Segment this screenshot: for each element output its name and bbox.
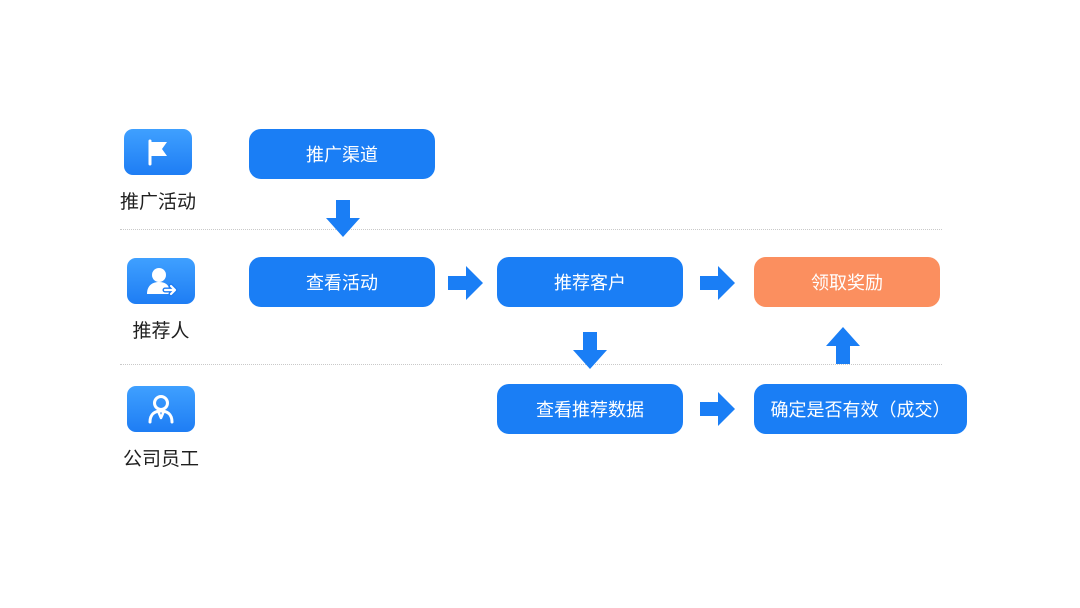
staff-icon: [127, 386, 195, 432]
flag-icon: [124, 129, 192, 175]
step-recommend-customer: 推荐客户: [497, 257, 683, 307]
arrow-up-icon: [825, 327, 861, 365]
step-view-recommend-data: 查看推荐数据: [497, 384, 683, 434]
step-view-activity: 查看活动: [249, 257, 435, 307]
user-share-icon: [127, 258, 195, 304]
arrow-right-icon: [700, 391, 736, 427]
arrow-down-icon: [572, 332, 608, 370]
lane-label-referrer: 推荐人: [132, 320, 190, 342]
arrow-right-icon: [448, 265, 484, 301]
step-promo-channel: 推广渠道: [249, 129, 435, 179]
arrow-down-icon: [325, 200, 361, 238]
arrow-right-icon: [700, 265, 736, 301]
lane-label-staff: 公司员工: [122, 448, 199, 470]
lane-label-promotion: 推广活动: [119, 191, 196, 213]
step-claim-reward: 领取奖励: [754, 257, 940, 307]
lane-divider-2: [120, 364, 942, 365]
step-confirm-valid: 确定是否有效（成交）: [754, 384, 967, 434]
lane-divider-1: [120, 229, 942, 230]
